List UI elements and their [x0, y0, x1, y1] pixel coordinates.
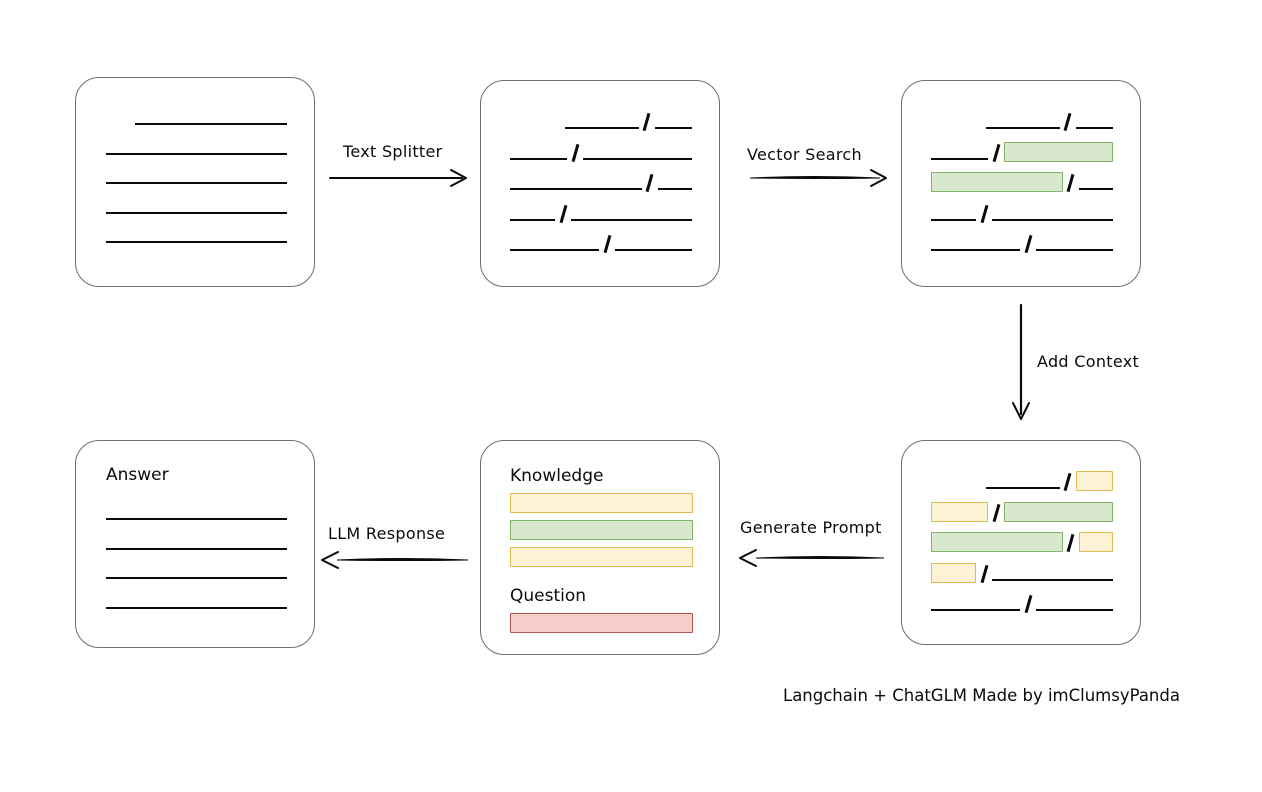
answer-text-line [106, 577, 287, 579]
document-text-line [106, 241, 287, 243]
document-text-line [106, 211, 287, 214]
split-chunk-text-line [571, 218, 692, 221]
arrow-label-text-splitter: Text Splitter [343, 142, 443, 161]
arrow-label-generate-prompt: Generate Prompt [740, 518, 882, 537]
generate-prompt-arrow-head [739, 549, 757, 567]
context-chunk-text-line [1036, 609, 1113, 611]
diagram-caption: Langchain + ChatGLM Made by imClumsyPand… [783, 686, 1180, 705]
arrow-label-vector-search: Vector Search [747, 145, 862, 164]
context-chunk-yellow-highlight-chip [931, 562, 977, 583]
context-chunk-green-highlight-chip [1004, 501, 1113, 522]
split-chunk-text-line [583, 157, 692, 160]
context-chunk-text-line [931, 609, 1021, 611]
context-chunk-text-line [992, 578, 1113, 581]
split-chunk-text-line [565, 127, 639, 129]
knowledge-section-label: Knowledge [510, 466, 604, 486]
document-text-line [106, 152, 287, 155]
answer-text-line [106, 606, 287, 609]
text-splitter-arrow-head [450, 169, 467, 187]
vector-hit-green-highlight-chip [931, 172, 1063, 192]
document-text-line [135, 123, 287, 125]
vector-search-arrow-shaft [749, 175, 881, 180]
arrow-label-llm-response: LLM Response [328, 524, 446, 543]
vector-hit-text-line [1078, 188, 1113, 190]
question-chip-red [510, 613, 693, 633]
split-chunk-text-line [510, 188, 642, 190]
context-chunk-yellow-highlight-chip [1075, 471, 1113, 491]
split-chunk-text-line [654, 127, 692, 129]
llm-response-arrow-shaft [336, 557, 469, 562]
split-chunk-text-line [510, 218, 556, 221]
knowledge-chip-green [510, 520, 693, 540]
vector-hit-text-line [931, 249, 1021, 251]
vector-hit-text-line [986, 127, 1060, 129]
knowledge-chip-yellow [510, 547, 693, 567]
context-chunk-yellow-highlight-chip [1078, 532, 1113, 552]
split-chunk-text-line [510, 249, 600, 251]
question-section-label: Question [510, 586, 587, 606]
split-chunk-text-line [615, 249, 692, 251]
answer-text-line [106, 518, 287, 520]
generate-prompt-arrow-shaft [755, 555, 885, 560]
vector-hit-text-line [1075, 127, 1113, 129]
vector-search-arrow-head [870, 169, 887, 187]
vector-hit-green-highlight-chip [1004, 141, 1113, 162]
split-chunk-text-line [657, 188, 692, 190]
answer-box [75, 440, 315, 648]
answer-box-title: Answer [106, 465, 169, 485]
context-chunk-yellow-highlight-chip [931, 501, 989, 522]
split-chunk-text-line [510, 157, 568, 160]
vector-hit-text-line [931, 218, 977, 221]
knowledge-chip-yellow [510, 493, 693, 513]
context-chunk-green-highlight-chip [931, 532, 1063, 552]
document-text-line [106, 182, 287, 184]
llm-response-arrow-head [321, 551, 339, 569]
vector-hit-text-line [1036, 249, 1113, 251]
split-chunks-box [480, 80, 720, 287]
answer-text-line [106, 547, 287, 550]
vector-hit-text-line [931, 157, 989, 160]
arrow-label-add-context: Add Context [1037, 352, 1140, 371]
add-context-arrow-head [1012, 402, 1030, 420]
vector-hit-text-line [992, 218, 1113, 221]
context-chunk-text-line [986, 487, 1060, 489]
